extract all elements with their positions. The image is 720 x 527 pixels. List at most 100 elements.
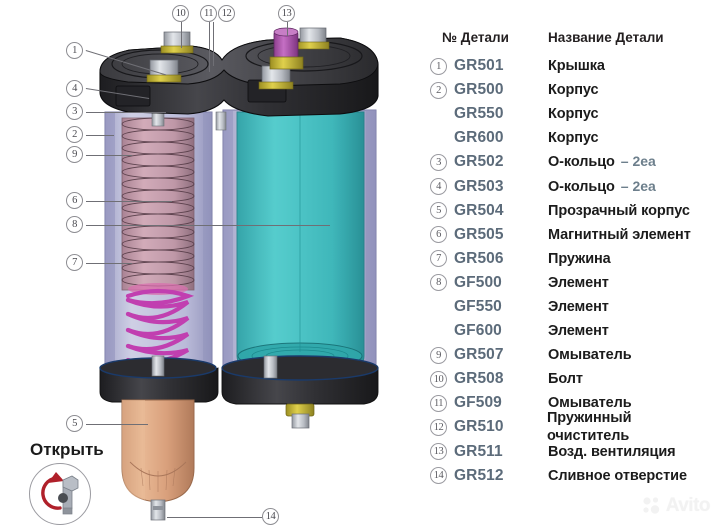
cell-part-name: Пружина bbox=[548, 250, 611, 268]
cell-part-name: О-кольцо– 2ea bbox=[548, 178, 656, 196]
cell-part-number: GR600 bbox=[430, 129, 548, 147]
callout-9: 9 bbox=[66, 146, 83, 163]
leader-3 bbox=[86, 111, 166, 113]
part-name: Элемент bbox=[548, 323, 609, 340]
callout-13: 13 bbox=[278, 5, 295, 22]
leader-10 bbox=[180, 22, 182, 48]
item-badge-9: 9 bbox=[430, 346, 447, 364]
avito-watermark: Avito bbox=[642, 495, 711, 517]
cell-part-number: 9 GR507 bbox=[430, 346, 548, 364]
leader-7 bbox=[86, 262, 132, 264]
cell-part-number: 1 GR501 bbox=[430, 57, 548, 75]
top-cap bbox=[99, 37, 379, 117]
item-badge-2: 2 bbox=[430, 81, 447, 99]
part-name: Магнитный элемент bbox=[548, 226, 691, 243]
callout-7: 7 bbox=[66, 254, 83, 271]
cell-part-number: GR550 bbox=[430, 105, 548, 123]
lower-flange-right bbox=[221, 355, 379, 429]
item-badge-12: 12 bbox=[430, 418, 447, 436]
item-badge-14: 14 bbox=[430, 467, 447, 485]
item-badge-blank bbox=[430, 106, 447, 123]
cell-part-name: Элемент bbox=[548, 322, 609, 340]
part-name: Возд. вентиляция bbox=[548, 443, 676, 460]
item-badge-1: 1 bbox=[430, 57, 447, 75]
part-name: Пружина bbox=[548, 250, 611, 267]
part-quantity: – 2ea bbox=[620, 177, 656, 194]
cell-part-number: GF600 bbox=[430, 322, 548, 340]
part-code: GR600 bbox=[454, 129, 504, 147]
cell-part-name: Магнитный элемент bbox=[548, 226, 691, 244]
filter-element-pink bbox=[121, 103, 195, 295]
callout-12: 12 bbox=[218, 5, 235, 22]
part-code: GF600 bbox=[454, 322, 502, 340]
transparent-bowl bbox=[121, 399, 195, 521]
cell-part-name: Элемент bbox=[548, 298, 609, 316]
part-name: Элемент bbox=[548, 298, 609, 315]
item-badge-3: 3 bbox=[430, 153, 447, 171]
part-name: Корпус bbox=[548, 130, 599, 147]
center-stud bbox=[215, 111, 227, 131]
part-code: GF509 bbox=[454, 394, 502, 412]
lower-flange-left bbox=[99, 355, 219, 403]
item-badge-blank bbox=[430, 323, 447, 340]
avito-logo-icon bbox=[643, 497, 659, 514]
cell-part-name: Крышка bbox=[548, 57, 605, 75]
item-badge-6: 6 bbox=[430, 226, 447, 244]
callout-10: 10 bbox=[172, 5, 189, 22]
parts-table-header: № Детали Название Детали bbox=[430, 30, 716, 45]
callout-1: 1 bbox=[66, 42, 83, 59]
table-row: 1 GR501 Крышка bbox=[430, 54, 716, 78]
part-quantity: – 2ea bbox=[620, 153, 656, 170]
callout-5: 5 bbox=[66, 415, 83, 432]
cell-part-name: Возд. вентиляция bbox=[548, 443, 676, 461]
part-name: Болт bbox=[548, 371, 583, 388]
spring-coil bbox=[125, 288, 195, 365]
item-badge-8: 8 bbox=[430, 274, 447, 292]
item-badge-13: 13 bbox=[430, 443, 447, 461]
cell-part-name: О-кольцо – 2ea bbox=[548, 153, 656, 171]
cell-part-name: Пружинный очиститель bbox=[547, 409, 716, 445]
part-name: Пружинный очиститель bbox=[546, 410, 632, 445]
cell-part-number: 2 GR500 bbox=[430, 81, 548, 99]
item-badge-11: 11 bbox=[430, 394, 447, 412]
part-name: Сливное отверстие bbox=[548, 467, 687, 484]
item-badge-5: 5 bbox=[430, 202, 447, 220]
part-code: GR500 bbox=[454, 81, 504, 99]
cell-part-number: 11 GF509 bbox=[430, 394, 548, 412]
leader-6 bbox=[86, 200, 172, 202]
item-badge-7: 7 bbox=[430, 250, 447, 268]
air-vent-fitting bbox=[269, 27, 304, 70]
part-code: GR503 bbox=[454, 177, 504, 195]
part-code: GR507 bbox=[454, 346, 504, 364]
leader-8 bbox=[86, 224, 330, 226]
callout-4: 4 bbox=[66, 80, 83, 97]
header-part-number: № Детали bbox=[442, 30, 509, 45]
cell-part-name: Корпус bbox=[548, 81, 599, 99]
open-inset-circle bbox=[29, 463, 91, 525]
teal-chamber bbox=[236, 111, 365, 370]
cell-part-number: GF550 bbox=[430, 298, 548, 316]
leader-11 bbox=[208, 22, 210, 72]
leader-13 bbox=[286, 22, 288, 36]
part-code: GR501 bbox=[454, 57, 504, 75]
part-name: О-кольцо bbox=[548, 154, 615, 171]
